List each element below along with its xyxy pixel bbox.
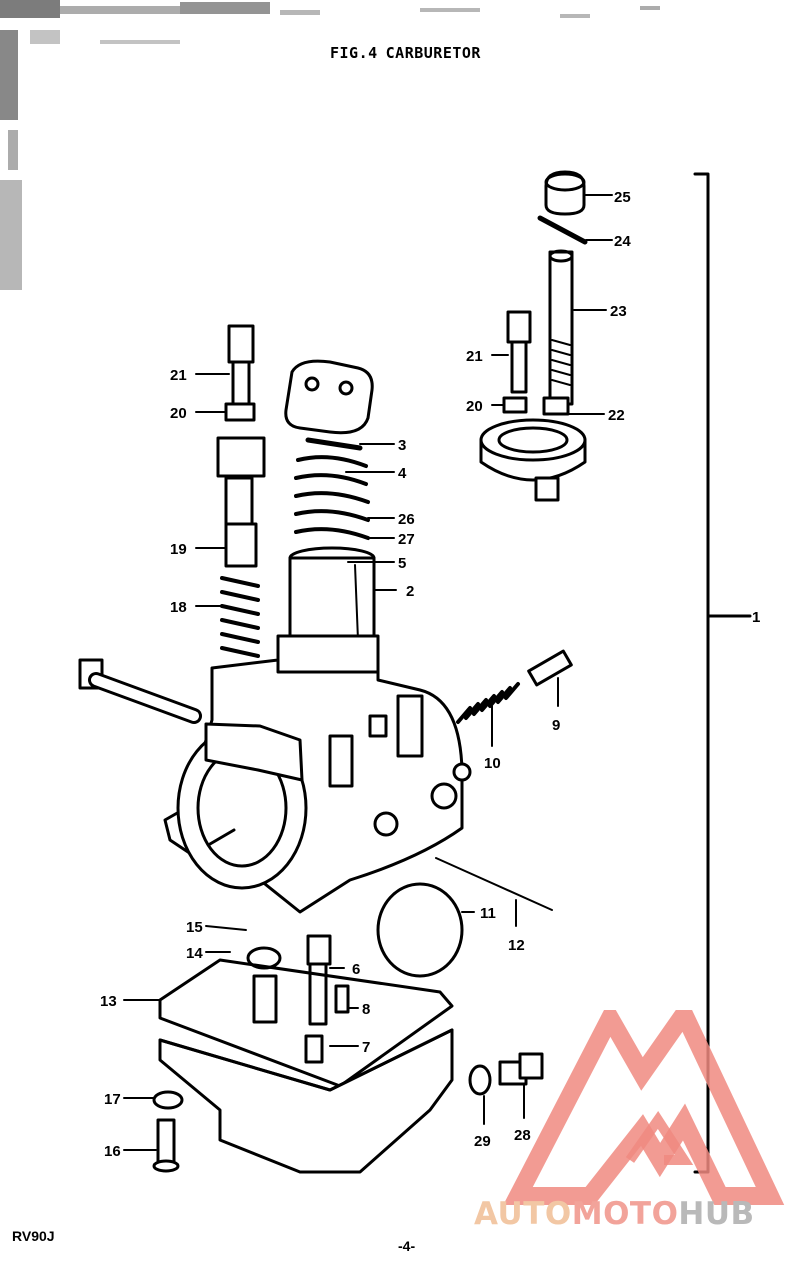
- part-spring-right: [456, 682, 520, 724]
- part-pilot-jet: [304, 1034, 324, 1064]
- part-cap: [544, 170, 586, 216]
- part-cable-adjuster: [548, 249, 574, 406]
- callout-11: 11: [480, 905, 496, 922]
- watermark-mark: [503, 1010, 785, 1205]
- part-pilot-air-screw: [527, 649, 573, 687]
- part-adjuster-screw: [216, 436, 266, 568]
- part-choke-rod: [435, 857, 553, 911]
- callout-8: 8: [362, 1001, 370, 1018]
- watermark-text-part2: MOTO: [571, 1196, 679, 1232]
- part-locknut: [542, 396, 570, 416]
- part-needle-jet: [306, 934, 332, 1026]
- part-plug-washer: [468, 1064, 492, 1096]
- part-drain-screw: [152, 1118, 180, 1173]
- watermark-text: AUTOMOTOHUB: [474, 1196, 755, 1232]
- part-float-valve-seat: [246, 946, 282, 970]
- part-drain-plug: [498, 1052, 544, 1086]
- callout-12: 12: [508, 937, 525, 954]
- callout-3: 3: [398, 437, 406, 454]
- callout-20: 20: [170, 405, 187, 422]
- callout-29: 29: [474, 1133, 491, 1150]
- callout-17: 17: [104, 1091, 121, 1108]
- callout-6: 6: [352, 961, 360, 978]
- figure-number: FIG.4: [330, 44, 378, 62]
- callout-26: 26: [398, 511, 415, 528]
- part-float-chamber: [158, 1028, 454, 1174]
- part-mixing-chamber-cap: [479, 418, 587, 502]
- watermark-text-part3: HUB: [678, 1196, 755, 1232]
- callout-14: 14: [186, 945, 203, 962]
- callout-21: 21: [466, 348, 483, 365]
- callout-21: 21: [170, 367, 187, 384]
- part-spring-left: [220, 576, 260, 658]
- figure-name: CARBURETOR: [385, 44, 481, 62]
- watermark-text-part1: AUTO: [474, 1196, 572, 1232]
- part-washer: [152, 1090, 184, 1110]
- callout-9: 9: [552, 717, 560, 734]
- callout-15: 15: [186, 919, 203, 936]
- callout-25: 25: [614, 189, 631, 206]
- part-body-bolt: [78, 658, 202, 724]
- figure-title: FIG.4 CARBURETOR: [330, 44, 489, 62]
- part-nut-left: [224, 402, 256, 422]
- callout-13: 13: [100, 993, 117, 1010]
- part-top-cover: [284, 359, 374, 435]
- callout-2: 2: [406, 583, 414, 600]
- callout-5: 5: [398, 555, 406, 572]
- part-clip: [537, 215, 588, 245]
- callout-20: 20: [466, 398, 483, 415]
- part-carburetor-body: [163, 634, 472, 978]
- part-screw-right: [506, 310, 532, 394]
- callout-28: 28: [514, 1127, 531, 1144]
- part-screw-left: [227, 324, 255, 408]
- part-throttle-spring: [294, 455, 370, 540]
- callout-4: 4: [398, 465, 407, 482]
- callout-1: 1: [752, 609, 760, 626]
- part-main-jet: [334, 984, 350, 1014]
- part-nut-right: [502, 396, 528, 414]
- watermark-logo: AUTOMOTOHUB: [470, 1010, 800, 1250]
- part-gasket: [158, 958, 454, 1088]
- callout-18: 18: [170, 599, 187, 616]
- callout-23: 23: [610, 303, 627, 320]
- model-code: RV90J: [12, 1228, 55, 1244]
- callout-22: 22: [608, 407, 625, 424]
- callout-24: 24: [614, 233, 631, 250]
- callout-27: 27: [398, 531, 415, 548]
- callout-19: 19: [170, 541, 187, 558]
- part-throttle-valve: [288, 546, 376, 642]
- part-float-valve: [252, 974, 278, 1024]
- callout-10: 10: [484, 755, 501, 772]
- page-number: -4-: [398, 1238, 416, 1254]
- callout-7: 7: [362, 1039, 370, 1056]
- callout-16: 16: [104, 1143, 121, 1160]
